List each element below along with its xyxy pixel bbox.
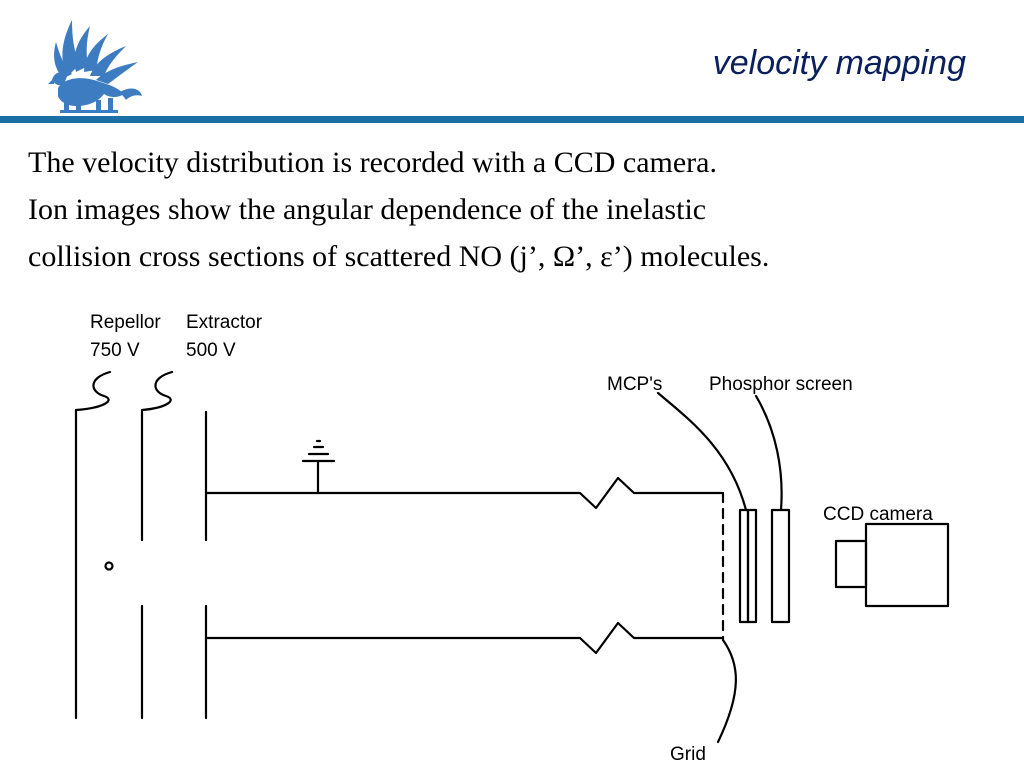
mcp-leader <box>656 391 748 512</box>
repellor-label: Repellor <box>90 312 161 333</box>
phosphor-leader <box>754 394 783 512</box>
mcp-plate-1 <box>738 508 750 624</box>
body-text: The velocity distribution is recorded wi… <box>28 139 1018 280</box>
grid-label: Grid <box>670 744 706 765</box>
repellor-voltage: 750 V <box>90 340 140 361</box>
ccd-camera-lens <box>834 539 868 589</box>
flight-tube-upper-wall <box>204 476 724 510</box>
body-line-2: Ion images show the angular dependence o… <box>28 193 707 226</box>
slide-title: velocity mapping <box>712 44 966 82</box>
extractor-lead <box>140 370 174 542</box>
phosphor-screen-label: Phosphor screen <box>709 374 853 395</box>
velocity-mapping-diagram: Repellor 750 V Extractor 500 V MCP's Pho… <box>74 312 950 765</box>
grid-leader <box>716 638 737 744</box>
mcp-label: MCP's <box>607 374 662 395</box>
body-line-1: The velocity distribution is recorded wi… <box>28 146 717 179</box>
ion-source-point <box>104 561 114 571</box>
repellor-lead <box>74 370 112 720</box>
mcp-plate-2 <box>746 508 758 624</box>
griffin-logo-icon <box>48 20 142 113</box>
phosphor-screen <box>770 508 791 624</box>
extractor-label: Extractor <box>186 312 263 333</box>
body-line-3: collision cross sections of scattered NO… <box>28 240 770 273</box>
ccd-camera-label: CCD camera <box>823 504 933 525</box>
extractor-voltage: 500 V <box>186 340 236 361</box>
flight-tube-lower-wall <box>204 621 724 655</box>
ccd-camera-body <box>864 522 950 608</box>
ground-icon <box>301 439 336 495</box>
title-divider <box>0 116 1024 123</box>
